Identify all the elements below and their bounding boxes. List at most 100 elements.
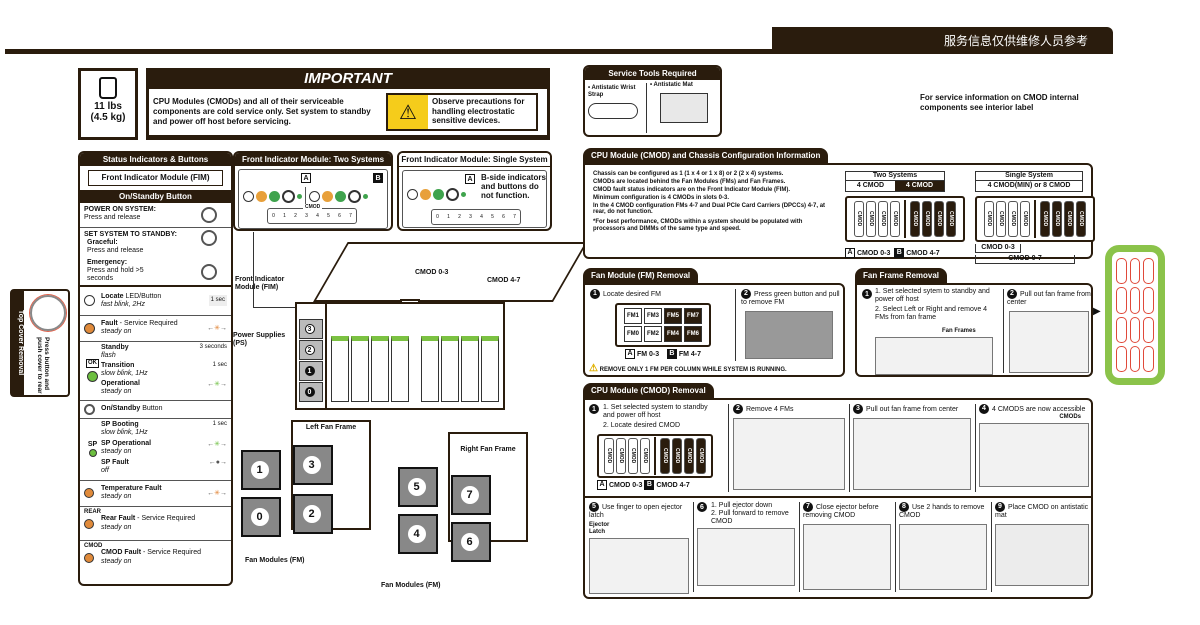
weight-box: 11 lbs (4.5 kg) bbox=[78, 68, 138, 140]
power-supply[interactable]: 2 bbox=[299, 340, 323, 360]
fim-label: Front Indicator Module (FIM) bbox=[88, 170, 223, 186]
fan-module[interactable]: 7 bbox=[451, 475, 491, 515]
power-button[interactable] bbox=[282, 189, 295, 203]
power-button[interactable] bbox=[348, 189, 361, 203]
ok-led-icon bbox=[87, 371, 98, 383]
emergency-label: Emergency: bbox=[87, 258, 128, 266]
graceful-label: Graceful: bbox=[87, 238, 118, 246]
cmod-slot[interactable] bbox=[421, 336, 439, 402]
fim-leader-line bbox=[253, 307, 313, 308]
interior-label-note: For service information on CMOD internal… bbox=[920, 93, 1079, 112]
cover-button-icon[interactable] bbox=[30, 295, 66, 331]
service-tools: Service Tools Required • Antistatic Wris… bbox=[583, 65, 722, 137]
esd-text: Observe precautions for handling electro… bbox=[432, 97, 525, 126]
ok-badge: OK bbox=[86, 359, 99, 369]
indicator-onstandby: On/Standby Button bbox=[80, 399, 231, 418]
ok-led bbox=[433, 189, 444, 200]
cmod-slot[interactable] bbox=[461, 336, 479, 402]
mat-label: • Antistatic Mat bbox=[650, 82, 693, 88]
dimm-slot bbox=[1129, 345, 1141, 372]
emergency-desc: Press and hold >5 seconds bbox=[87, 266, 144, 282]
temp-led-icon bbox=[84, 488, 94, 499]
locate-led[interactable] bbox=[309, 190, 320, 202]
cmod-slot[interactable] bbox=[481, 336, 499, 402]
fan-module[interactable]: 2 bbox=[293, 494, 333, 534]
important-body: CPU Modules (CMODs) and all of their ser… bbox=[153, 97, 371, 126]
frame-removal-title: Fan Frame Removal bbox=[855, 268, 948, 283]
fim-single-title: Front Indicator Module: Single System bbox=[399, 153, 550, 167]
power-on-desc: Press and release bbox=[84, 213, 141, 221]
locate-led[interactable] bbox=[243, 190, 254, 202]
fan-module[interactable]: 5 bbox=[398, 467, 438, 507]
blink-timing: 1 sec bbox=[208, 295, 227, 307]
label-a: A bbox=[465, 174, 475, 184]
chassis-illustration: Front Indicator Module (FIM) Power Suppl… bbox=[233, 232, 588, 594]
antistatic-mat-illustration bbox=[995, 524, 1089, 587]
cmod-label: CMOD bbox=[84, 542, 103, 549]
single-system-diagram: Single System 4 CMOD(MIN) or 8 CMOD CMOD… bbox=[975, 171, 1095, 265]
label-a: A bbox=[301, 173, 311, 183]
cmod-fault-label: CMOD bbox=[303, 204, 323, 210]
fim-two-systems: Front Indicator Module: Two Systems A B … bbox=[233, 151, 393, 231]
indicator-fault: Fault - Service Required steady on ←✳→ bbox=[80, 314, 231, 341]
onstandby-header: On/Standby Button bbox=[80, 189, 231, 203]
dimm-slot bbox=[1116, 316, 1127, 343]
fault-led bbox=[256, 190, 267, 202]
cmod-bays bbox=[327, 304, 503, 408]
cmod-slot[interactable] bbox=[331, 336, 349, 402]
cmod-slot[interactable] bbox=[441, 336, 459, 402]
dimm-slot bbox=[1143, 287, 1154, 314]
ps-callout: Power Supplies (PS) bbox=[233, 332, 286, 348]
fan-module[interactable]: 4 bbox=[398, 514, 438, 554]
dimm-slot bbox=[1143, 258, 1154, 285]
weight-lbs: 11 lbs bbox=[94, 101, 122, 112]
wrist-strap-icon bbox=[588, 102, 638, 119]
dimm-slot bbox=[1129, 258, 1141, 285]
wrist-strap-label: • Antistatic Wrist Strap bbox=[588, 85, 636, 98]
fan-modules-label: Fan Modules (FM) bbox=[245, 557, 305, 564]
pointer-arrow-icon: ▶ bbox=[1093, 306, 1101, 317]
fan-module[interactable]: 6 bbox=[451, 522, 491, 562]
fm-removal-title: Fan Module (FM) Removal bbox=[583, 268, 699, 283]
fan-module[interactable]: 1 bbox=[241, 450, 281, 490]
sp-led bbox=[363, 193, 368, 199]
cmod-slot[interactable] bbox=[391, 336, 409, 402]
fim-single-system: Front Indicator Module: Single System A … bbox=[397, 151, 552, 231]
cmod-step-6: 6 1. Pull ejector down 2. Pull forward t… bbox=[697, 502, 795, 594]
power-supply[interactable]: 1 bbox=[299, 361, 323, 381]
power-button[interactable] bbox=[446, 188, 459, 201]
power-supply-column: 3 2 1 0 bbox=[297, 304, 327, 408]
sp-led bbox=[297, 193, 302, 199]
dimm-slot bbox=[1143, 345, 1154, 372]
ok-led bbox=[269, 190, 280, 202]
fan-module[interactable]: 3 bbox=[293, 445, 333, 485]
sp-label: SP bbox=[87, 441, 98, 449]
steady-on-icon: ←✳→ bbox=[207, 325, 227, 333]
dimm-slot bbox=[1116, 345, 1127, 372]
cmod-slot[interactable] bbox=[351, 336, 369, 402]
status-panel: Status Indicators & Buttons Front Indica… bbox=[78, 151, 233, 586]
power-supply[interactable]: 3 bbox=[299, 319, 323, 339]
power-supply[interactable]: 0 bbox=[299, 382, 323, 402]
fim-callout: Front Indicator Module (FIM) bbox=[235, 276, 285, 292]
header-rule bbox=[5, 49, 1113, 54]
top-cover-title: Top Cover Removal bbox=[12, 291, 24, 395]
chassis-top bbox=[313, 242, 588, 302]
dimm-slot bbox=[1129, 316, 1141, 343]
label-b: B bbox=[373, 173, 383, 183]
sp-led bbox=[461, 192, 466, 197]
config-bullets: Chassis can be configured as 1 (1 x 4 or… bbox=[593, 171, 826, 233]
fan-module[interactable]: 0 bbox=[241, 497, 281, 537]
dimm-locator-frame bbox=[1105, 245, 1165, 385]
important-box: IMPORTANT CPU Modules (CMODs) and all of… bbox=[146, 68, 550, 140]
cmod-slot[interactable] bbox=[371, 336, 389, 402]
weight-icon bbox=[99, 77, 117, 99]
locate-led[interactable] bbox=[407, 189, 418, 200]
chassis-front: 3 2 1 0 bbox=[295, 302, 505, 410]
